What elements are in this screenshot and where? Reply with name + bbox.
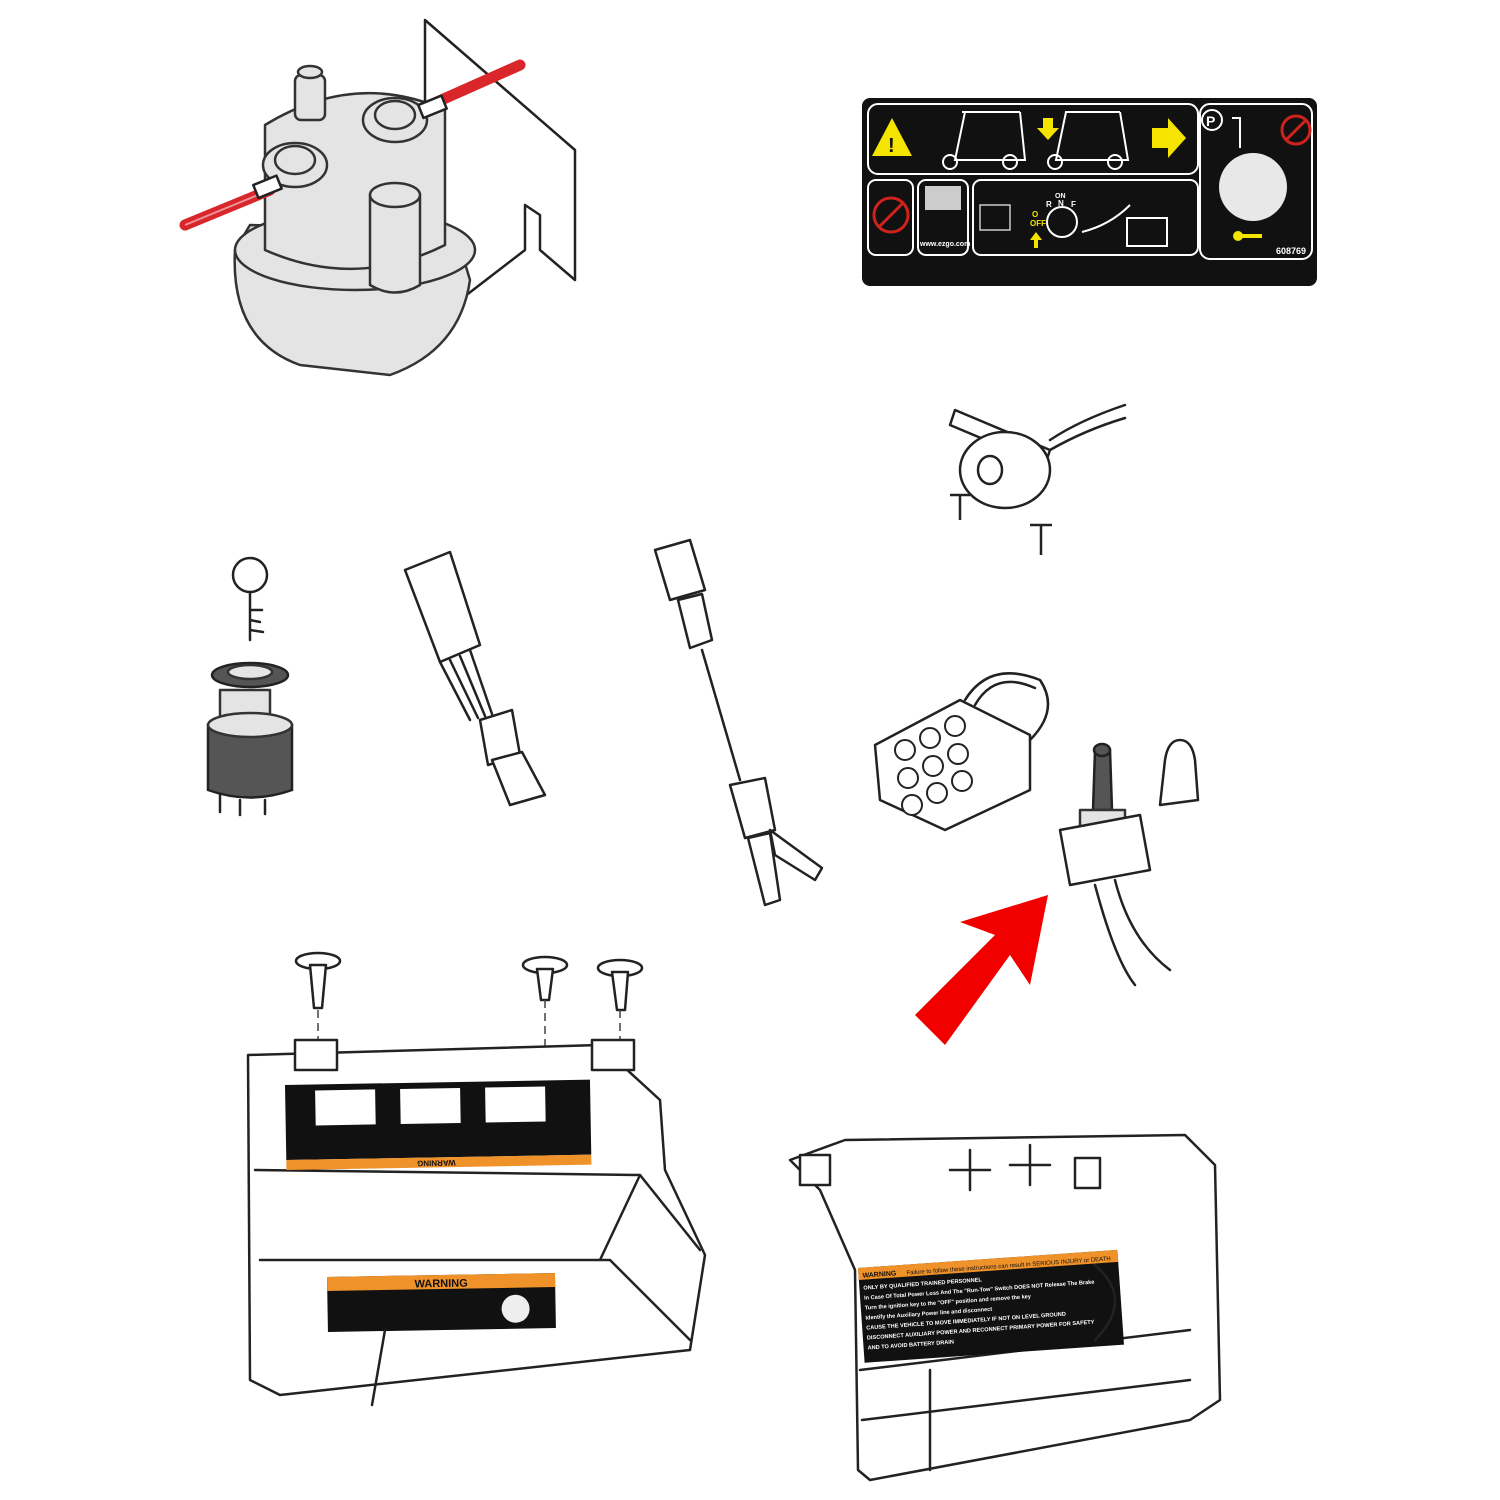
- connector-plug: [873, 672, 1050, 832]
- svg-text:www.ezgo.com: www.ezgo.com: [919, 241, 970, 248]
- svg-text:R: R: [1046, 200, 1052, 209]
- warning-label: WARNING: [327, 1273, 556, 1332]
- svg-text:WARNING: WARNING: [414, 1278, 467, 1291]
- toggle-switch: [1058, 738, 1200, 987]
- ignition-decal: ! P 608769 www.ezgo.com ON R N F O OFF: [862, 98, 1317, 286]
- solenoid: [179, 18, 577, 377]
- golf-cart-icon: [942, 111, 1130, 170]
- key-hole: [1219, 153, 1287, 221]
- down-arrow-icon: [1037, 118, 1059, 140]
- left-dash-panel: WARNING WARNING: [246, 951, 707, 1407]
- svg-text:WARNING: WARNING: [417, 1158, 456, 1168]
- svg-text:P: P: [1206, 113, 1215, 129]
- buzzer: [948, 403, 1127, 555]
- sensor-pigtail: [653, 538, 824, 907]
- svg-text:N: N: [1058, 199, 1064, 208]
- svg-text:OFF: OFF: [1030, 219, 1046, 228]
- ignition-switch-with-key: [206, 556, 294, 817]
- svg-text:WARNING: WARNING: [862, 1270, 897, 1279]
- no-park-icon: [1280, 114, 1312, 146]
- manual-icon: [925, 186, 961, 210]
- warning-triangle-icon: [872, 118, 912, 156]
- svg-text:F: F: [1071, 200, 1076, 209]
- adapter-harness: [403, 550, 547, 807]
- push-rivet: [294, 951, 644, 1012]
- battery-icon: [1126, 217, 1168, 247]
- svg-text:ON: ON: [1055, 193, 1066, 200]
- no-hand-icon: [872, 196, 910, 234]
- indicator-arrow: [915, 895, 1048, 1045]
- right-arrow-icon: [1152, 118, 1186, 158]
- svg-text:608769: 608769: [1276, 246, 1306, 256]
- svg-text:O: O: [1032, 210, 1038, 219]
- svg-text:!: !: [888, 135, 895, 157]
- right-dash-panel: WARNING Failure to follow these instruct…: [788, 1133, 1222, 1482]
